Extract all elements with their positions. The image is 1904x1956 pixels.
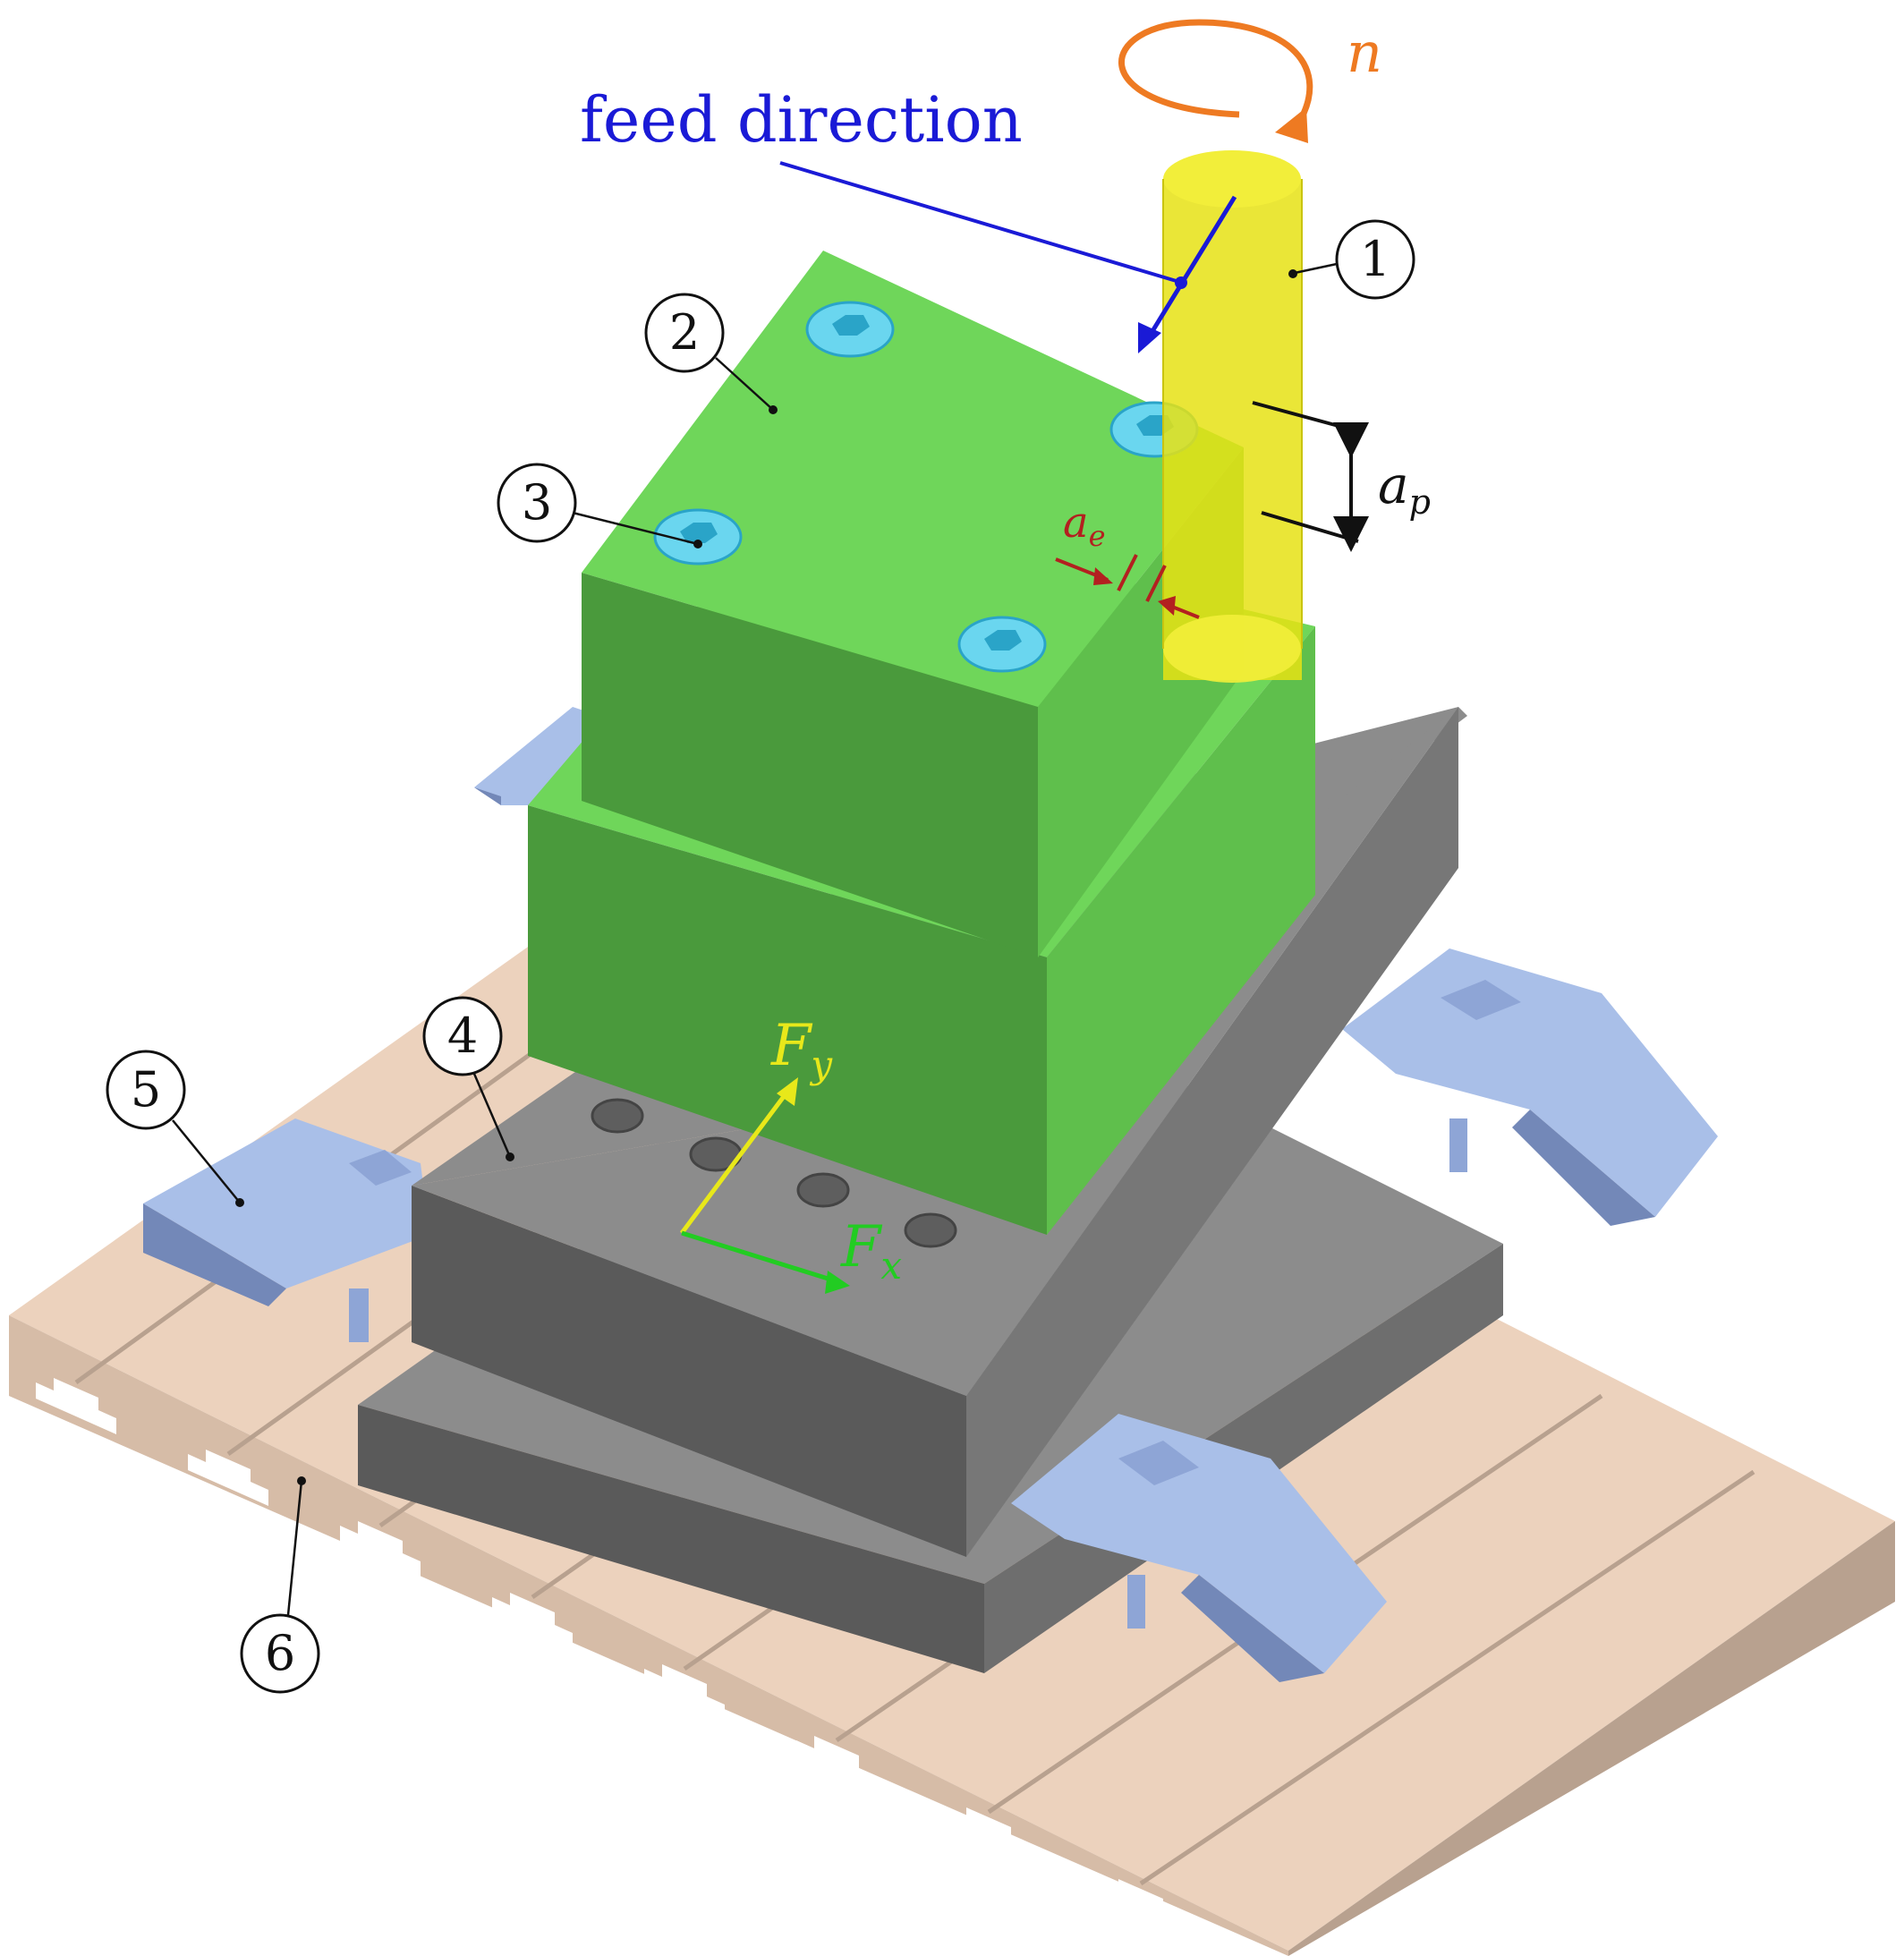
svg-text:1: 1 [1360,231,1390,287]
workpiece-top-face [582,251,1244,707]
axial-depth-ap: ap [1252,401,1431,552]
radial-depth-ae: ae [1055,498,1200,619]
ap-label: ap [1378,455,1431,522]
force-fy-arrow [679,1090,790,1235]
fixture-right [966,707,1458,1557]
feed-direction-annotation: feed direction [580,83,1237,353]
rotation-arrowhead [1275,107,1308,143]
clamp-right-back [1342,948,1718,1226]
feed-direction-label: feed direction [580,83,1023,157]
callout-5: 5 [106,1050,244,1207]
workpiece [528,251,1315,1235]
ae-label: ae [1063,498,1106,553]
clamp-left [143,1118,429,1342]
force-fx-label: Fx [840,1214,902,1288]
svg-text:2: 2 [669,304,700,361]
force-fy-label: Fy [770,1013,833,1086]
fixture-front [412,1186,966,1557]
svg-text:4: 4 [447,1008,478,1064]
rotation-label: n [1347,20,1382,85]
svg-text:3: 3 [522,474,552,531]
t-slot-profiles [36,1378,1181,1935]
table-front-face [9,1315,1288,1956]
callout-4: 4 [422,996,514,1161]
force-fx-arrow [681,1230,837,1284]
callout-2: 2 [644,293,778,414]
callout-6: 6 [240,1476,320,1694]
callout-1: 1 [1288,219,1415,300]
callout-3: 3 [497,463,702,549]
milling-tool [1162,150,1303,683]
table-right-face [1288,1521,1895,1956]
svg-text:6: 6 [265,1625,295,1681]
force-axes: Fy Fx [679,1013,902,1294]
rotation-indicator: n [1118,19,1382,143]
feed-direction-arrow [1144,195,1237,342]
fixture-holes [591,1098,957,1248]
svg-text:5: 5 [131,1061,161,1118]
clamp-right-front [1011,1414,1387,1682]
